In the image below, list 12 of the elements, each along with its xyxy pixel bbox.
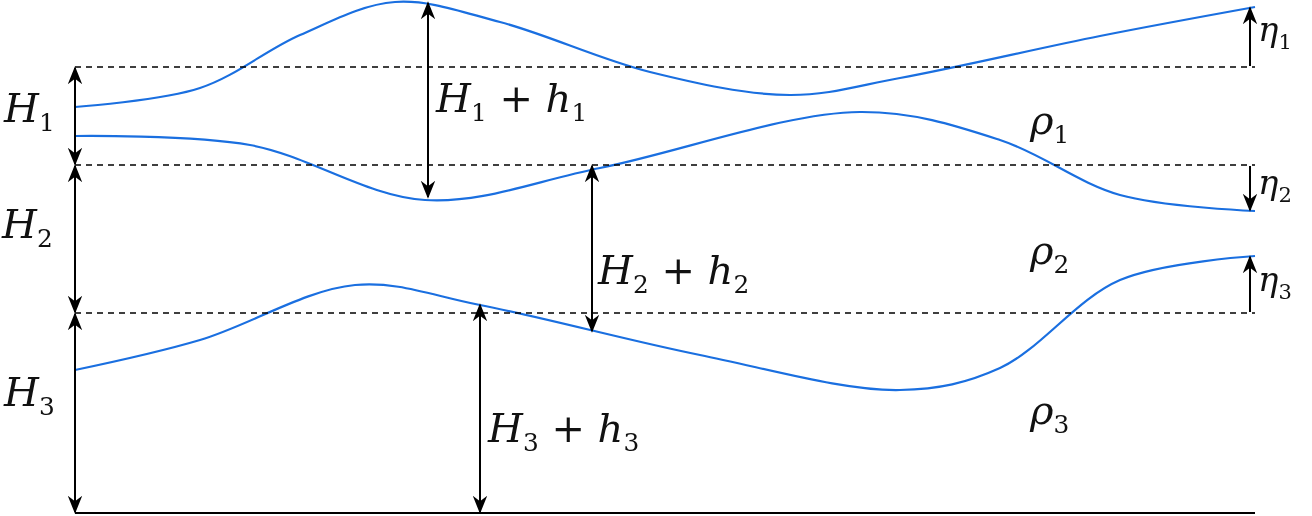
- math-label: η$_{3}$: [1258, 262, 1292, 302]
- math-label: η$_{1}$: [1258, 12, 1292, 52]
- math-label: H$_{1}$: [4, 88, 55, 136]
- math-label: ρ$_{3}$: [1030, 390, 1070, 438]
- math-label: H$_{3}$: [4, 372, 55, 420]
- math-label: H$_{2}$ + h$_{2}$: [598, 250, 750, 298]
- math-label: H$_{2}$: [2, 204, 53, 252]
- math-label: H$_{1}$ + h$_{1}$: [436, 78, 588, 126]
- math-label: η$_{2}$: [1258, 165, 1292, 205]
- math-label: ρ$_{1}$: [1030, 100, 1070, 148]
- math-label: ρ$_{2}$: [1030, 230, 1070, 278]
- math-label: H$_{3}$ + h$_{3}$: [488, 408, 640, 456]
